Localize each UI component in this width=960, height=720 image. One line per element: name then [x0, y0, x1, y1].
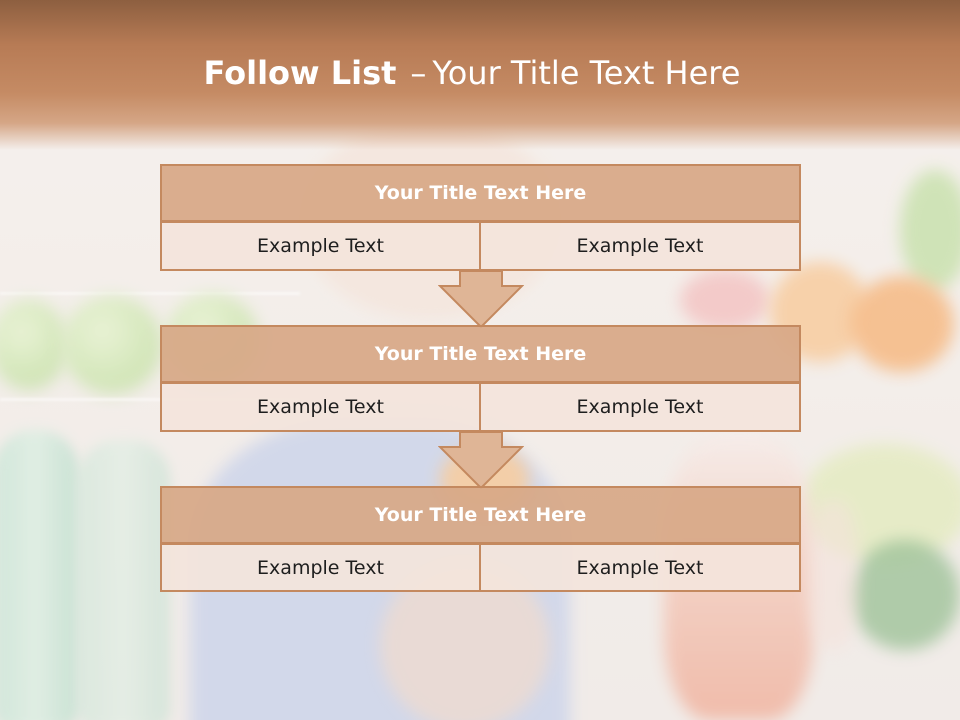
slide-title-subtitle: Your Title Text Here	[432, 54, 741, 92]
list-block-3: Your Title Text Here Example Text Exampl…	[160, 486, 801, 592]
block-cell-right: Example Text	[479, 543, 801, 592]
down-arrow-icon	[438, 431, 524, 489]
block-title: Your Title Text Here	[160, 325, 801, 383]
block-cell-left: Example Text	[160, 221, 481, 271]
list-block-1: Your Title Text Here Example Text Exampl…	[160, 164, 801, 271]
slide-title-dash: –	[410, 54, 427, 92]
header-bar	[0, 0, 960, 150]
slide-title: Follow List–Your Title Text Here	[0, 54, 944, 92]
slide-title-main: Follow List	[203, 54, 397, 92]
down-arrow-icon	[438, 270, 524, 328]
block-title: Your Title Text Here	[160, 164, 801, 222]
block-cell-right: Example Text	[479, 382, 801, 432]
list-block-2: Your Title Text Here Example Text Exampl…	[160, 325, 801, 432]
block-title: Your Title Text Here	[160, 486, 801, 544]
block-cell-right: Example Text	[479, 221, 801, 271]
block-cell-left: Example Text	[160, 543, 481, 592]
block-cell-left: Example Text	[160, 382, 481, 432]
